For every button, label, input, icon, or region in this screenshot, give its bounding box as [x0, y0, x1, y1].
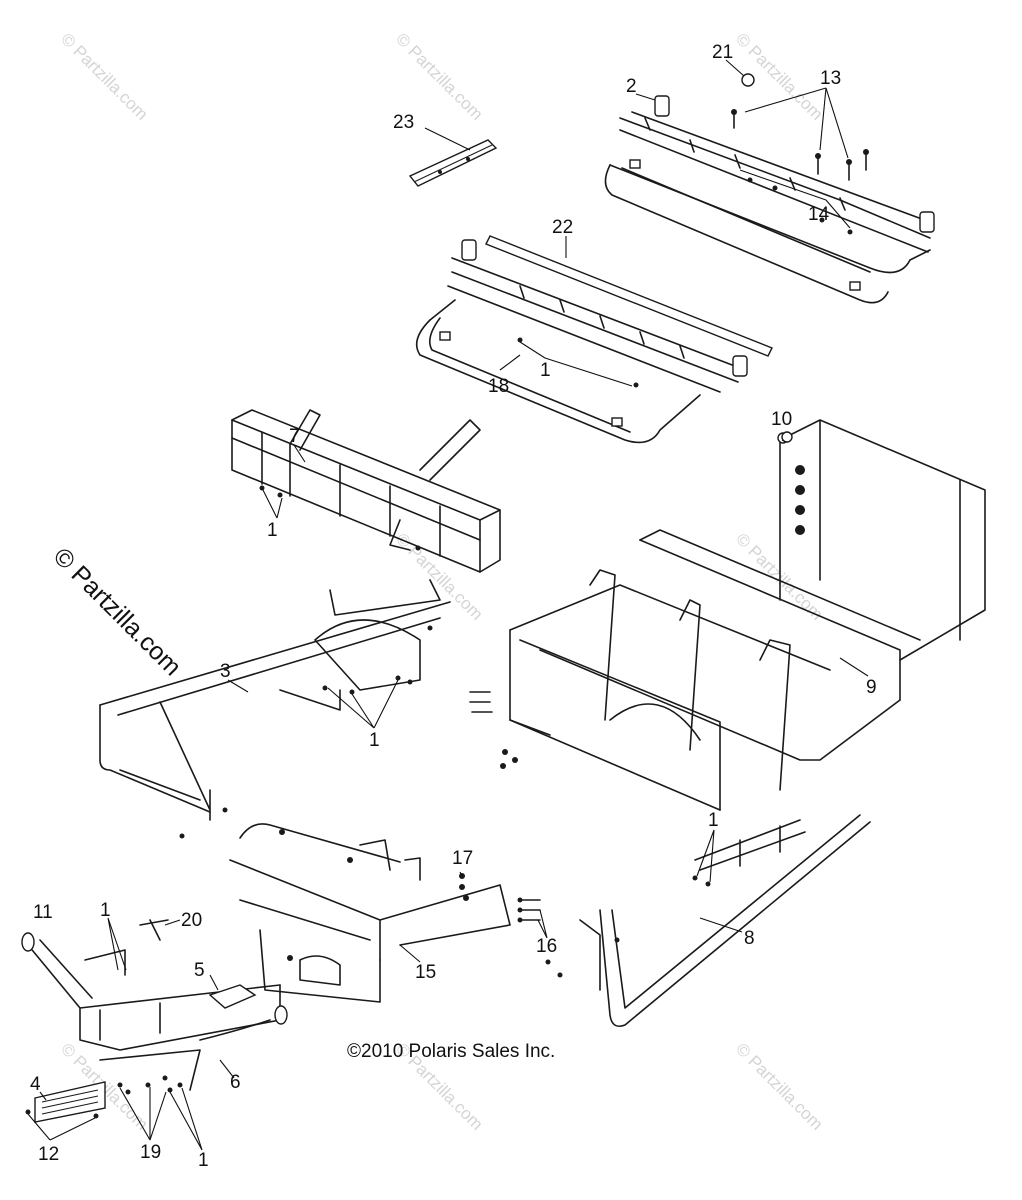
part-22-strip — [485, 235, 773, 357]
copyright-notice: ©2010 Polaris Sales Inc. — [347, 1041, 555, 1062]
callout-5: 5 — [194, 960, 205, 981]
part-7-bracket-frame — [231, 409, 501, 573]
part-10-nut — [781, 431, 793, 443]
part-4-grille — [34, 1081, 106, 1123]
part-23-plate — [408, 139, 498, 187]
callout-10: 10 — [771, 409, 792, 430]
part-16-bolts — [517, 897, 541, 923]
callout-19: 19 — [140, 1142, 161, 1163]
part-20-bracket — [139, 919, 169, 941]
callout-12: 12 — [38, 1144, 59, 1165]
callout-16: 16 — [536, 936, 557, 957]
small-fasteners — [25, 1075, 183, 1119]
callout-1: 1 — [369, 730, 380, 751]
callout-1: 1 — [267, 520, 278, 541]
partzilla-watermark: © Partzilla.com — [48, 542, 187, 681]
callout-1: 1 — [540, 360, 551, 381]
part-8-side-frame — [545, 814, 871, 1028]
part-3-floor-frame — [99, 579, 451, 839]
callout-20: 20 — [181, 910, 202, 931]
part-5-bracket — [208, 984, 257, 1009]
callout-2: 2 — [626, 76, 637, 97]
callout-11: 11 — [33, 902, 53, 923]
part-9-fasteners — [469, 691, 518, 769]
callout-7: 7 — [289, 426, 300, 447]
callout-15: 15 — [415, 962, 436, 983]
callout-14: 14 — [808, 204, 830, 225]
part-2-seat-frame — [604, 95, 935, 304]
watermark: © Partzilla.com — [57, 29, 151, 123]
part-11-cap — [21, 932, 35, 952]
part-6-front-bumper — [27, 939, 288, 1091]
callout-4: 4 — [30, 1074, 41, 1095]
callout-21: 21 — [712, 42, 733, 63]
callout-17: 17 — [452, 848, 473, 869]
watermark: © Partzilla.com — [732, 1039, 826, 1133]
part-21-nut — [741, 73, 755, 87]
callout-1: 1 — [708, 810, 719, 831]
callout-18: 18 — [488, 376, 509, 397]
callout-13: 13 — [820, 68, 841, 89]
callout-22: 22 — [552, 217, 573, 238]
callouts: 23 2 21 13 14 22 1 18 7 1 10 3 1 9 1 8 1… — [30, 42, 877, 1171]
part-13-bolts — [731, 109, 869, 181]
part-15-front-frame — [229, 823, 511, 1003]
leader-lines — [27, 59, 869, 1151]
callout-23: 23 — [393, 112, 414, 133]
watermarks-faint: © Partzilla.com © Partzilla.com © Partzi… — [57, 29, 826, 1133]
callout-8: 8 — [744, 928, 755, 949]
part-9-main-frame — [509, 419, 986, 811]
callout-3: 3 — [220, 661, 231, 682]
callout-1: 1 — [100, 900, 111, 921]
part-18-seat-frame — [415, 239, 748, 444]
callout-9: 9 — [866, 677, 877, 698]
watermark: © Partzilla.com — [392, 29, 486, 123]
callout-6: 6 — [230, 1072, 241, 1093]
callout-1: 1 — [198, 1150, 209, 1171]
